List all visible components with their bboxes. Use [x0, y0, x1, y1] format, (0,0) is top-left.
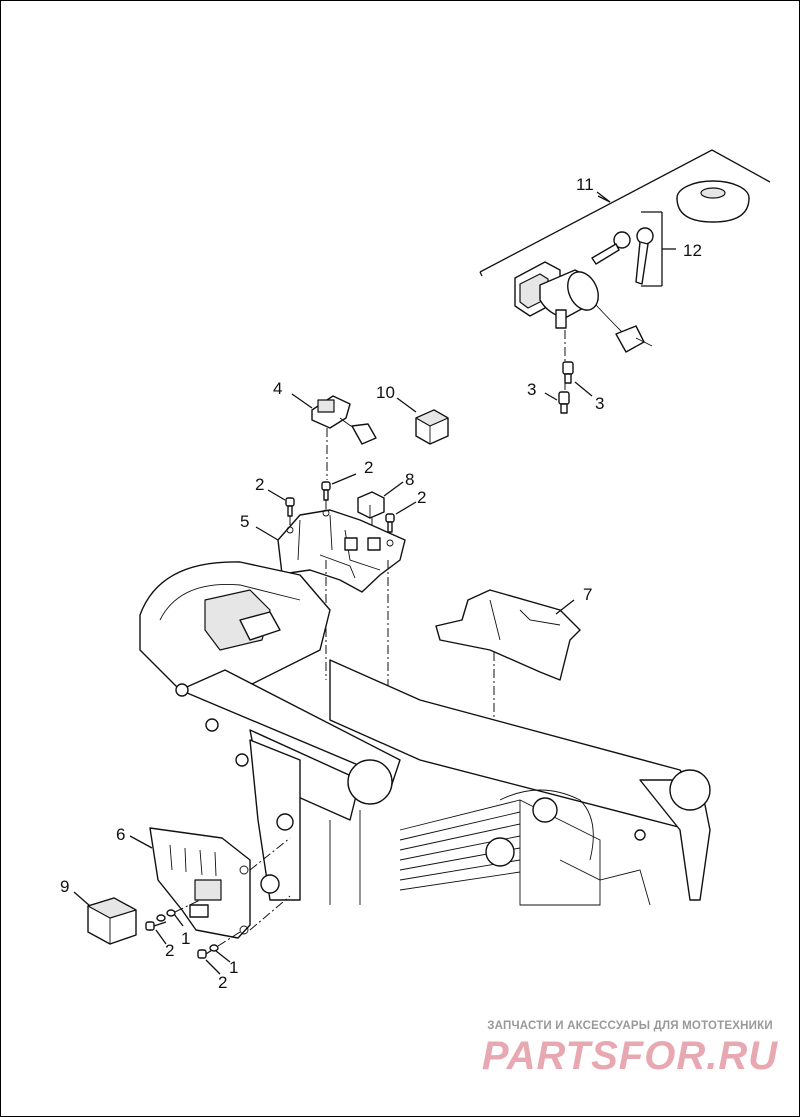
screw-3-lower: [558, 391, 570, 414]
relay-4: [291, 393, 377, 480]
watermark: ЗАПЧАСТИ И АКСЕССУАРЫ ДЛЯ МОТОТЕХНИКИ PA…: [470, 1020, 790, 1079]
callout-1-upper: 1: [181, 929, 190, 948]
screw-3-upper: [562, 361, 574, 384]
ignition-switch-group: [479, 149, 771, 414]
callout-10: 10: [376, 383, 395, 402]
callout-2-lower-right: 2: [218, 973, 227, 992]
callout-5: 5: [240, 512, 249, 531]
callout-2-lower-left: 2: [165, 941, 174, 960]
electrical-bracket-6: [129, 827, 291, 939]
lower-fasteners: [145, 899, 241, 975]
relay-9: [73, 891, 137, 945]
motorcycle-frame: [139, 561, 711, 906]
callout-2-right: 2: [417, 488, 426, 507]
callout-11: 11: [576, 175, 594, 194]
callout-7: 7: [583, 585, 592, 604]
cover-7: [435, 589, 581, 720]
callout-9: 9: [60, 877, 69, 896]
callout-1-lower: 1: [229, 958, 238, 977]
callout-3-left: 3: [527, 380, 536, 399]
callout-12: 12: [683, 241, 702, 260]
callout-2-left: 2: [255, 475, 264, 494]
callout-labels: 11 12 4 10 3 3 2 8 2 2 5 7 6 9 1 2 1 2: [60, 175, 702, 992]
relay-10: [396, 397, 449, 445]
watermark-brand: PARTSFOR.RU: [481, 1034, 779, 1078]
callout-4: 4: [273, 379, 282, 398]
watermark-tagline: ЗАПЧАСТИ И АКСЕССУАРЫ ДЛЯ МОТОТЕХНИКИ: [487, 1020, 773, 1032]
callout-6: 6: [116, 825, 125, 844]
screws-2-tray: [267, 473, 417, 540]
callout-2-top: 2: [364, 458, 373, 477]
key-set: [591, 211, 676, 287]
engine-fins: [399, 789, 651, 906]
callout-8: 8: [405, 470, 414, 489]
callout-3-right: 3: [595, 394, 604, 413]
